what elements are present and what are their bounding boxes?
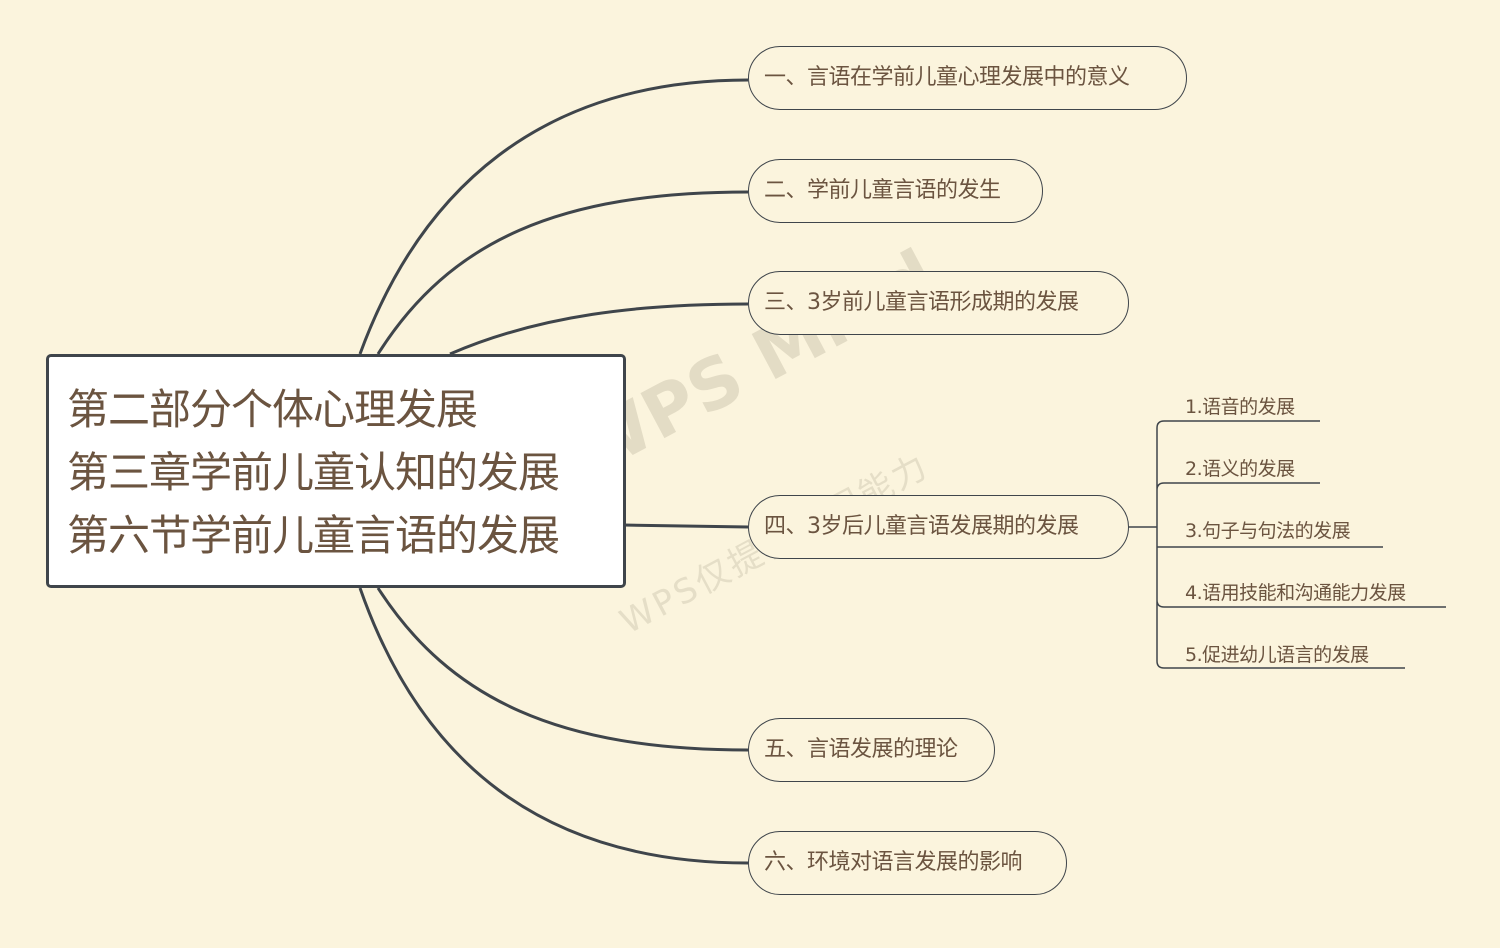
link-topic-5 (376, 587, 749, 752)
topic-3[interactable]: 三、3岁前儿童言语形成期的发展 (748, 271, 1129, 335)
subtopic-1[interactable]: 1.语音的发展 (1185, 396, 1295, 418)
subtopic-3[interactable]: 3.句子与句法的发展 (1185, 520, 1351, 542)
link-topic-1 (358, 78, 749, 355)
subtopic-bracket (1156, 420, 1446, 669)
topic-1[interactable]: 一、言语在学前儿童心理发展中的意义 (748, 46, 1187, 110)
root-topic[interactable]: 第二部分个体心理发展 第三章学前儿童认知的发展 第六节学前儿童言语的发展 (46, 354, 626, 588)
subtopic-4[interactable]: 4.语用技能和沟通能力发展 (1185, 582, 1406, 604)
subtopic-2[interactable]: 2.语义的发展 (1185, 458, 1295, 480)
root-line-2: 第三章学前儿童认知的发展 (67, 448, 560, 497)
subtopic-5[interactable]: 5.促进幼儿语言的发展 (1185, 644, 1369, 666)
root-line-1: 第二部分个体心理发展 (67, 385, 478, 434)
link-topic-4 (622, 523, 749, 529)
topic-4[interactable]: 四、3岁后儿童言语发展期的发展 (748, 495, 1129, 559)
topic-5[interactable]: 五、言语发展的理论 (748, 718, 995, 782)
link-topic-2 (376, 190, 749, 355)
link-topic-6 (358, 587, 749, 865)
root-line-3: 第六节学前儿童言语的发展 (67, 511, 560, 560)
topic-6[interactable]: 六、环境对语言发展的影响 (748, 831, 1067, 895)
topic-2[interactable]: 二、学前儿童言语的发生 (748, 159, 1043, 223)
link-topic-3 (449, 302, 749, 356)
